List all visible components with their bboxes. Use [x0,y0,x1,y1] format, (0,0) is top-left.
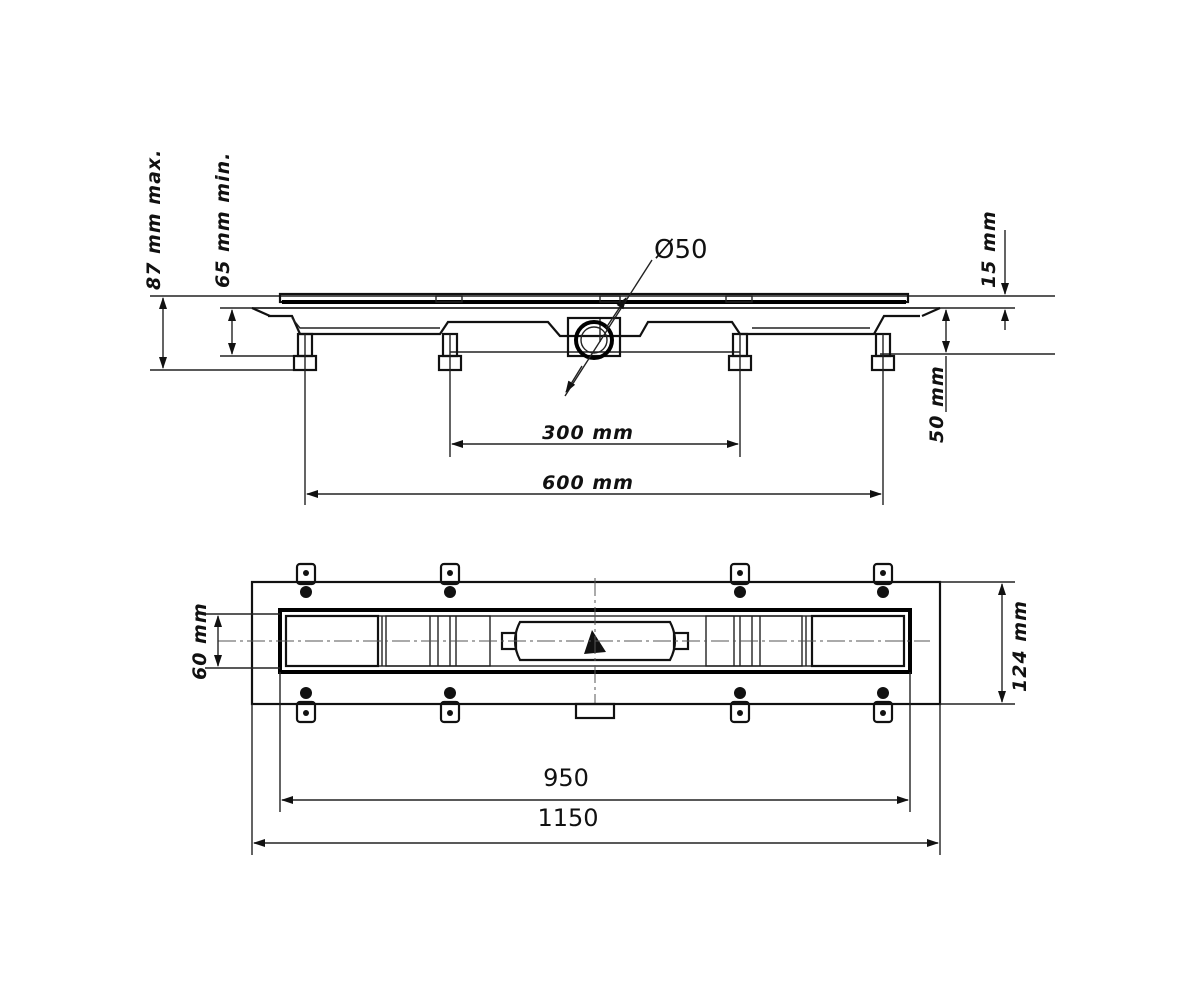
bracket-top-3 [729,562,751,598]
side-view: 87 mm max. 65 mm min. Ø50 15 mm 50 mm 30… [143,149,1055,505]
bracket-bottom-2 [439,687,461,724]
flange-length-label: 1150 [537,804,598,832]
bracket-bottom-1 [295,687,317,724]
foot-1 [292,332,318,372]
flange-width-label: 124 mm [1009,600,1031,692]
mounting-brackets-top [295,562,894,598]
foot-3 [727,332,753,372]
outlet-stub [574,702,616,720]
bracket-top-1 [295,562,317,598]
bracket-top-4 [872,562,894,598]
bracket-bottom-3 [729,687,751,724]
diameter-label: Ø50 [654,235,708,265]
bracket-top-2 [439,562,461,598]
bracket-bottom-4 [872,687,894,724]
diameter-leader-line [564,259,653,397]
height-min-label: 65 mm min. [212,152,234,288]
inner-feet-label: 300 mm [542,422,634,444]
foot-2 [437,332,463,372]
channel-side-profile [251,292,941,353]
grate-thickness-label: 15 mm [978,210,1000,288]
outlet-height-label: 50 mm [926,365,948,443]
outlet-pipe [566,316,622,360]
channel-width-label: 60 mm [189,602,211,680]
mounting-brackets-bottom [295,687,894,724]
foot-4 [870,332,896,372]
outer-feet-label: 600 mm [542,472,634,494]
top-view: 60 mm 124 mm 950 1150 [189,562,1031,855]
channel-length-label: 950 [543,764,589,792]
height-max-label: 87 mm max. [143,149,165,290]
